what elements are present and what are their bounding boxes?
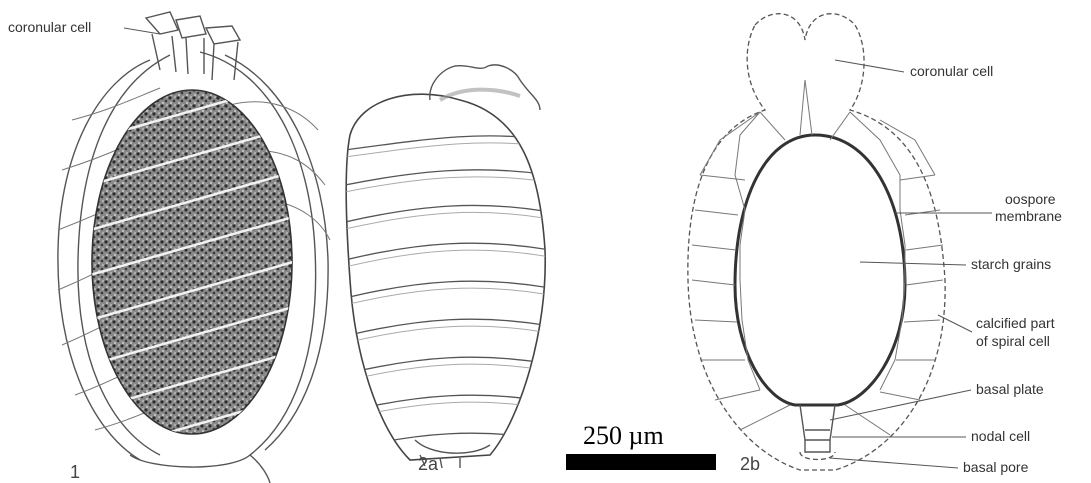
figure-2b-calcified-label-line1: calcified part bbox=[976, 315, 1055, 331]
figure-1-coronular-cell-label: coronular cell bbox=[8, 19, 91, 35]
figure-2b-basal-pore-leader bbox=[830, 458, 958, 468]
scale-bar-label: 250 µm bbox=[583, 421, 664, 450]
figure-2b-oospore-label-line2: membrane bbox=[995, 208, 1062, 224]
figure-2b-calcified-label-line2: of spiral cell bbox=[976, 333, 1050, 349]
figure-2b-coronular-cell-leader bbox=[835, 60, 904, 72]
figure-2b-starch-grains-label: starch grains bbox=[971, 256, 1051, 272]
figure-1-coronula bbox=[146, 12, 240, 80]
figure-2b-calcified-leader bbox=[938, 315, 972, 332]
figure-1-coronular-cell-leader bbox=[124, 28, 160, 34]
scale-bar-rule bbox=[566, 454, 716, 470]
figure-2b-nodal-cell bbox=[805, 430, 830, 452]
figure-1-oospore bbox=[92, 90, 292, 434]
figure-2b-basal-plate-label: basal plate bbox=[976, 381, 1044, 397]
figure-2a-gyrogonite: 2a bbox=[345, 65, 550, 474]
figure-2a-outline bbox=[346, 94, 545, 460]
figure-2b-oospore-membrane bbox=[735, 135, 905, 405]
scale-bar: 250 µm bbox=[566, 421, 716, 470]
figure-2b-oospore-label-line1: oospore bbox=[1005, 191, 1056, 207]
figure-2b-section: coronular cell oospore membrane starch g… bbox=[688, 14, 1062, 475]
figure-1-oogonium: coronular cell 1 bbox=[8, 12, 330, 483]
figure-2a-number: 2a bbox=[418, 454, 439, 474]
figure-1-number: 1 bbox=[70, 462, 80, 482]
figure-2b-basal-pore-label: basal pore bbox=[963, 459, 1029, 475]
figure-2b-coronular-cell-label: coronular cell bbox=[910, 63, 993, 79]
figure-2b-basal-pore bbox=[800, 452, 835, 460]
figure-1-base bbox=[130, 455, 270, 483]
figure-2b-nodal-cell-label: nodal cell bbox=[971, 428, 1030, 444]
figure-2b-number: 2b bbox=[740, 454, 760, 474]
figure-2b-basal-plate bbox=[800, 405, 835, 440]
